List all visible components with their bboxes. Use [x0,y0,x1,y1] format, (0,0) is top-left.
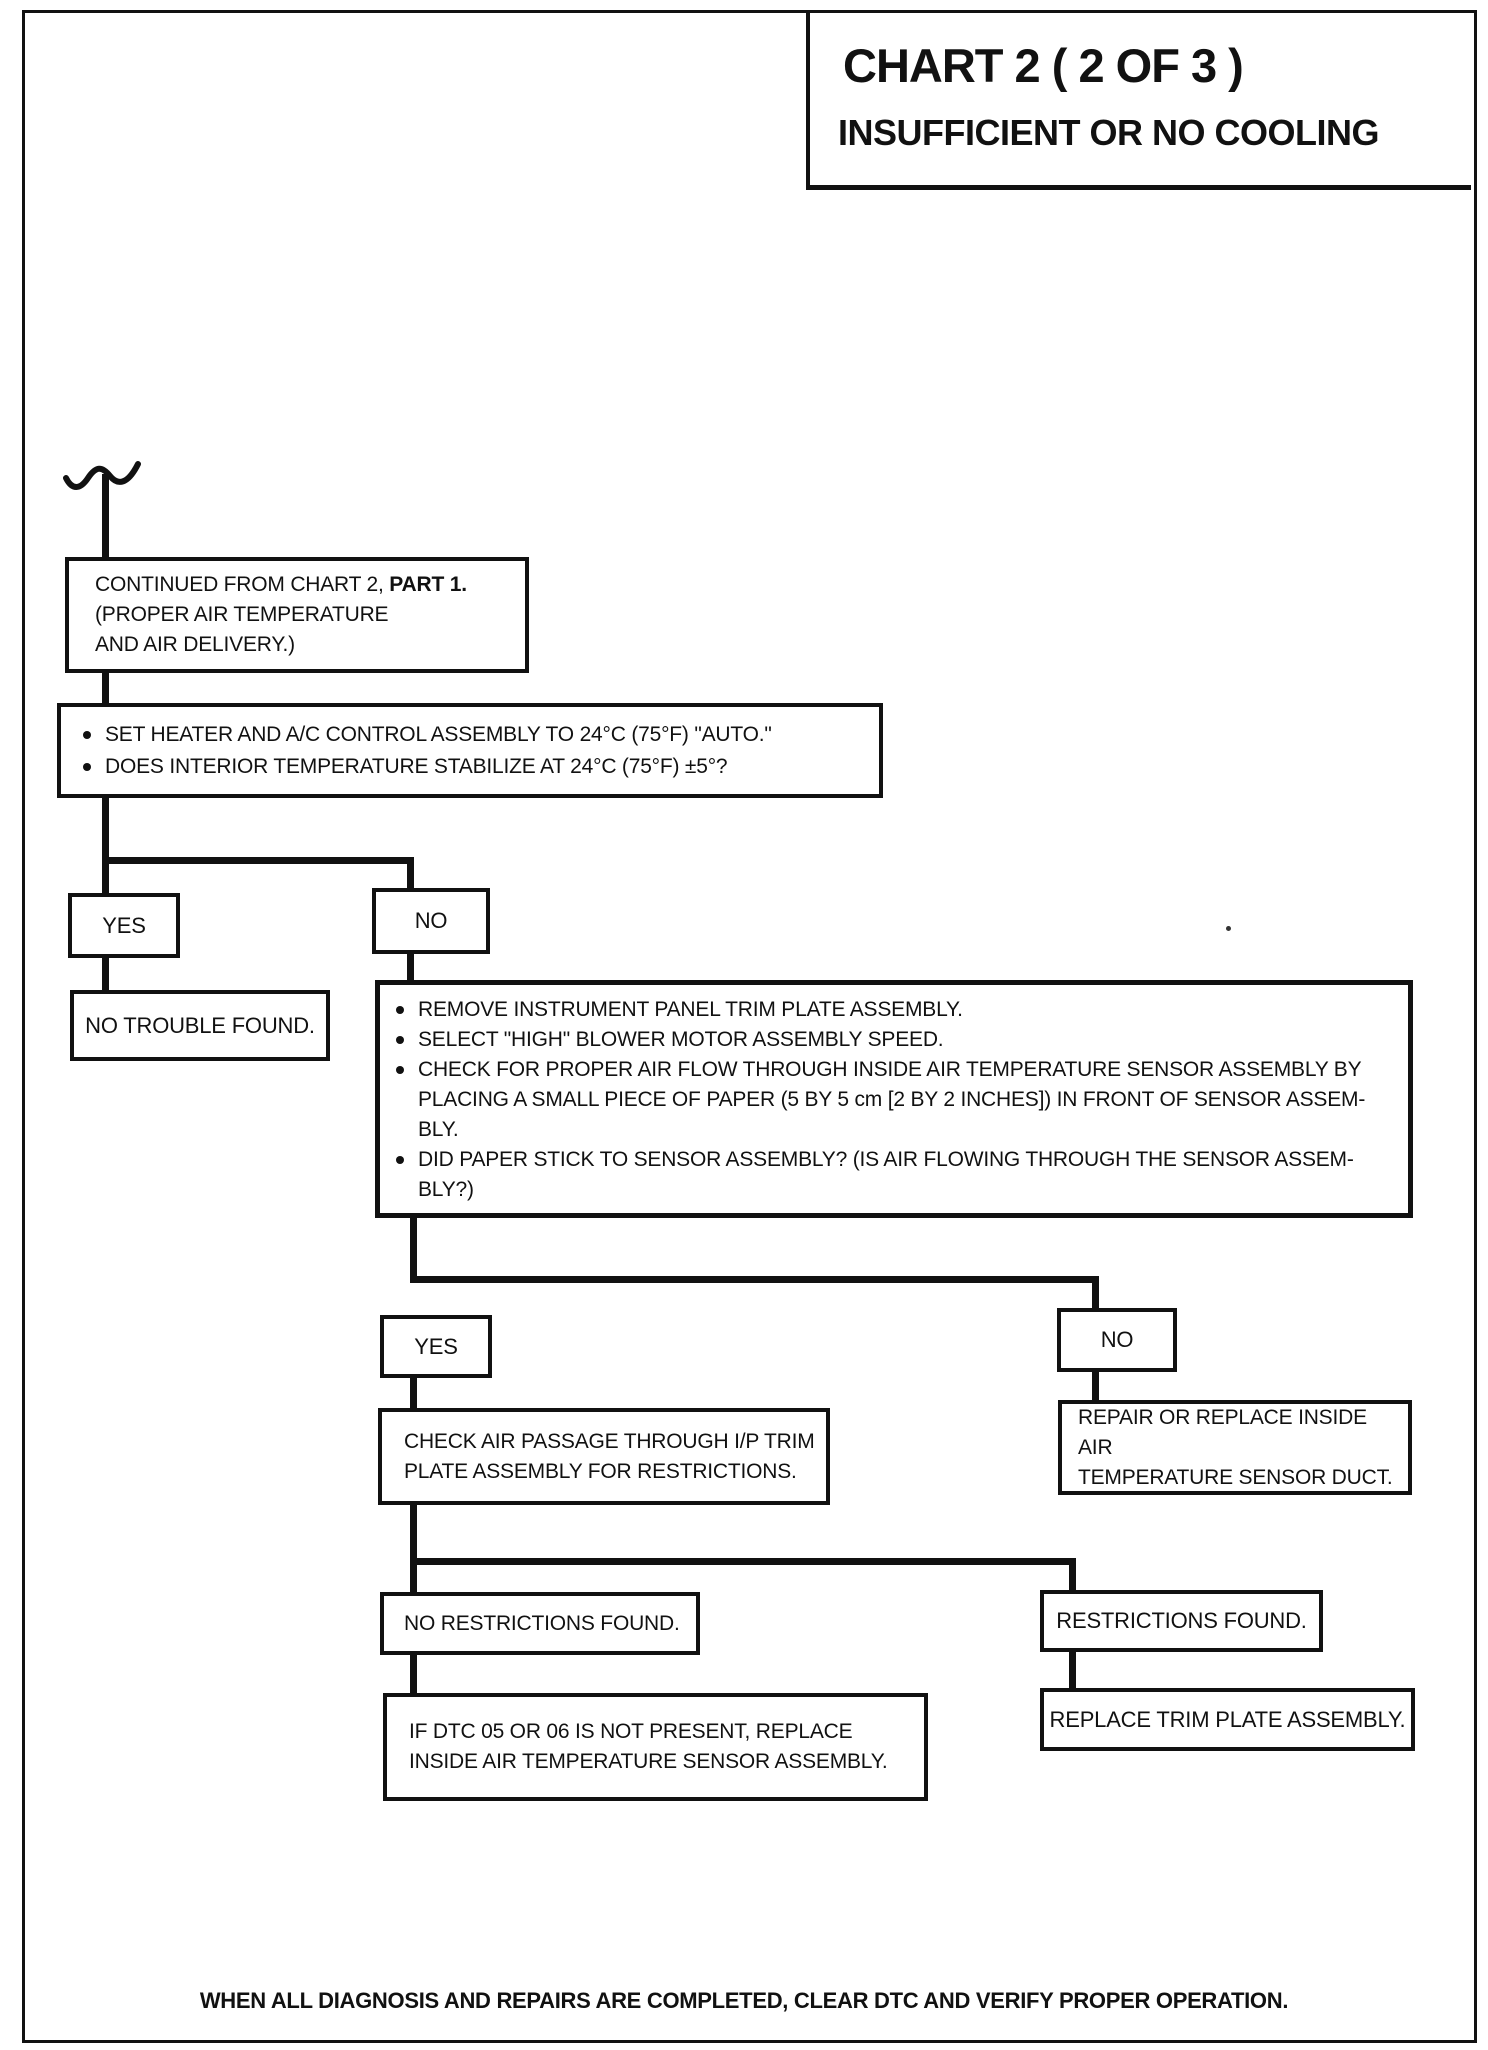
connector-line [410,1216,417,1282]
branch1-yes-box: YES [68,893,180,958]
connector-line [410,1653,417,1695]
page-subtitle: INSUFFICIENT OR NO COOLING [838,112,1380,153]
page-title: CHART 2 ( 2 OF 3 ) [843,39,1244,92]
connector-line [407,953,414,983]
connector-line [102,796,109,895]
bullet-icon [396,1006,404,1014]
connector-line [102,474,109,559]
bullet-icon [396,1066,404,1074]
replace-sensor-assembly-box: IF DTC 05 OR 06 IS NOT PRESENT, REPLACE … [383,1693,928,1801]
step2-bullet-3-text: CHECK FOR PROPER AIR FLOW THROUGH INSIDE… [418,1058,1366,1141]
stray-mark [1226,926,1231,931]
bullet-icon [83,730,91,739]
title-box-left-rule [806,10,810,190]
replace-trim-plate-text: REPLACE TRIM PLATE ASSEMBLY. [1049,1706,1406,1732]
branch2-yes-label: YES [414,1333,458,1359]
step1-bullet-2-text: DOES INTERIOR TEMPERATURE STABILIZE AT 2… [105,754,728,778]
step1-bullet-2: DOES INTERIOR TEMPERATURE STABILIZE AT 2… [83,752,867,782]
branch1-no-label: NO [414,908,448,933]
branch2-no-box: NO [1057,1308,1177,1372]
footer-note: WHEN ALL DIAGNOSIS AND REPAIRS ARE COMPL… [199,1988,1289,2013]
continued-from-box: CONTINUED FROM CHART 2, PART 1. (PROPER … [65,557,529,673]
connector-line [410,1376,417,1410]
page-border [22,10,1477,2043]
step2-bullet-2: SELECT "HIGH" BLOWER MOTOR ASSEMBLY SPEE… [396,1025,1394,1055]
step2-bullet-2-text: SELECT "HIGH" BLOWER MOTOR ASSEMBLY SPEE… [418,1028,944,1051]
no-restrictions-found-box: NO RESTRICTIONS FOUND. [380,1592,700,1655]
continued-from-line1: CONTINUED FROM CHART 2, PART 1. [95,570,515,600]
branch-line [410,1558,1076,1565]
branch2-yes-box: YES [380,1315,492,1378]
branch-line [410,1276,1099,1283]
step2-bullet-1: REMOVE INSTRUMENT PANEL TRIM PLATE ASSEM… [396,995,1394,1025]
connector-line [1092,1276,1099,1310]
step1-bullet-1: SET HEATER AND A/C CONTROL ASSEMBLY TO 2… [83,720,867,750]
connector-line [1069,1650,1076,1690]
restrictions-found-text: RESTRICTIONS FOUND. [1056,1608,1307,1633]
set-heater-step-box: SET HEATER AND A/C CONTROL ASSEMBLY TO 2… [57,703,883,798]
no-trouble-found-text: NO TROUBLE FOUND. [85,1012,315,1038]
branch2-no-label: NO [1100,1327,1134,1352]
continued-from-rest: (PROPER AIR TEMPERATURE AND AIR DELIVERY… [95,603,389,656]
step2-bullet-1-text: REMOVE INSTRUMENT PANEL TRIM PLATE ASSEM… [418,998,963,1021]
connector-line [1092,1370,1099,1402]
check-air-passage-text: CHECK AIR PASSAGE THROUGH I/P TRIM PLATE… [404,1429,815,1483]
step1-bullet-1-text: SET HEATER AND A/C CONTROL ASSEMBLY TO 2… [105,722,772,746]
step2-bullet-4-text: DID PAPER STICK TO SENSOR ASSEMBLY? (IS … [418,1148,1354,1201]
restrictions-found-box: RESTRICTIONS FOUND. [1040,1590,1323,1652]
no-trouble-found-box: NO TROUBLE FOUND. [70,990,330,1061]
connector-line [407,857,414,890]
connector-line [1069,1558,1076,1592]
branch1-yes-label: YES [102,912,146,938]
connector-line [102,955,109,992]
step2-bullet-4: DID PAPER STICK TO SENSOR ASSEMBLY? (IS … [396,1145,1394,1205]
bullet-icon [396,1036,404,1044]
continued-from-text: CONTINUED FROM CHART 2, [95,573,390,596]
continuation-break-icon [63,461,141,490]
branch1-no-box: NO [372,888,490,954]
title-box-bottom-rule [806,185,1471,190]
branch-line [102,857,414,864]
no-restrictions-found-text: NO RESTRICTIONS FOUND. [404,1611,680,1635]
air-flow-check-step-box: REMOVE INSTRUMENT PANEL TRIM PLATE ASSEM… [375,980,1413,1218]
repair-sensor-duct-text: REPAIR OR REPLACE INSIDE AIR TEMPERATURE… [1078,1405,1393,1489]
connector-line [410,1503,417,1594]
repair-sensor-duct-box: REPAIR OR REPLACE INSIDE AIR TEMPERATURE… [1058,1400,1412,1495]
step2-bullet-3: CHECK FOR PROPER AIR FLOW THROUGH INSIDE… [396,1055,1394,1145]
bullet-icon [396,1156,404,1164]
continued-from-part-bold: PART 1. [389,573,467,596]
connector-line [102,671,109,707]
check-air-passage-box: CHECK AIR PASSAGE THROUGH I/P TRIM PLATE… [378,1408,830,1505]
replace-sensor-assembly-text: IF DTC 05 OR 06 IS NOT PRESENT, REPLACE … [409,1720,888,1773]
replace-trim-plate-box: REPLACE TRIM PLATE ASSEMBLY. [1040,1688,1415,1751]
bullet-icon [83,762,91,771]
